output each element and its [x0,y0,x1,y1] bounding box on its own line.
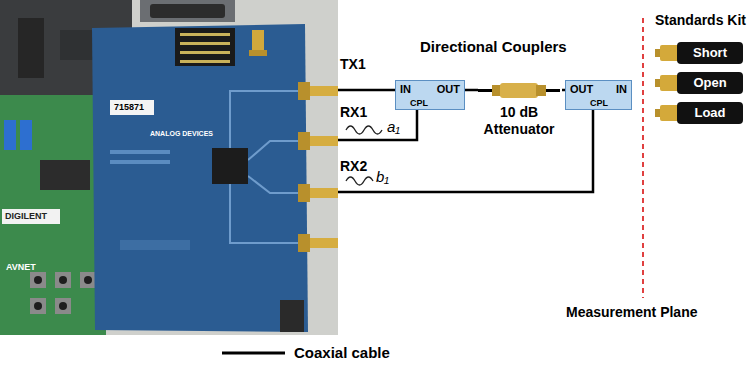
board-marking: 715871 [114,102,144,113]
node-text: Load [677,102,743,124]
coax-cable [338,89,395,92]
annotation-label: Directional Couplers [420,38,567,56]
port-label: RX2 [338,158,378,196]
port-label: TX1 [338,56,378,96]
signal-label: a₁ [387,118,400,136]
board-marking: DIGILENT [5,211,47,222]
sine-wave [346,126,382,134]
calibration-standard: Open [655,72,745,95]
calibration-standard: Short [655,42,745,65]
calibration-standard: Load [655,102,745,125]
board-marking: AVNET [6,262,36,273]
annotation-label: Standards Kit [655,12,746,29]
node-text: 10 dB Attenuator [478,104,560,138]
node-text: RX1 [340,104,367,121]
board-photo [0,0,338,335]
attenuator: 10 dB Attenuator [478,82,562,140]
coax-cable [338,110,593,192]
annotation-label: Measurement Plane [566,304,698,321]
coax-cable [465,89,478,92]
node-text: OUT [570,83,593,96]
directional-coupler: OUT CPL IN [565,80,632,110]
measurement-plane-line [642,18,644,298]
node-text: Open [677,72,743,94]
node-text: CPL [590,98,608,109]
node-text: CPL [410,98,428,109]
legend-text: Coaxial cable [294,344,390,362]
sine-wave [346,177,373,185]
node-text: OUT [437,83,460,96]
node-text: Short [677,42,743,64]
node-text: IN [400,83,411,96]
node-text: IN [616,83,627,96]
board-marking: ANALOG DEVICES [150,130,213,138]
directional-coupler: IN CPL OUT [395,80,465,110]
port-label: RX1 [338,104,378,144]
legend-line-sample [222,352,285,355]
node-text: TX1 [340,56,366,73]
signal-label: b₁ [376,168,389,186]
node-text: RX2 [340,158,367,175]
